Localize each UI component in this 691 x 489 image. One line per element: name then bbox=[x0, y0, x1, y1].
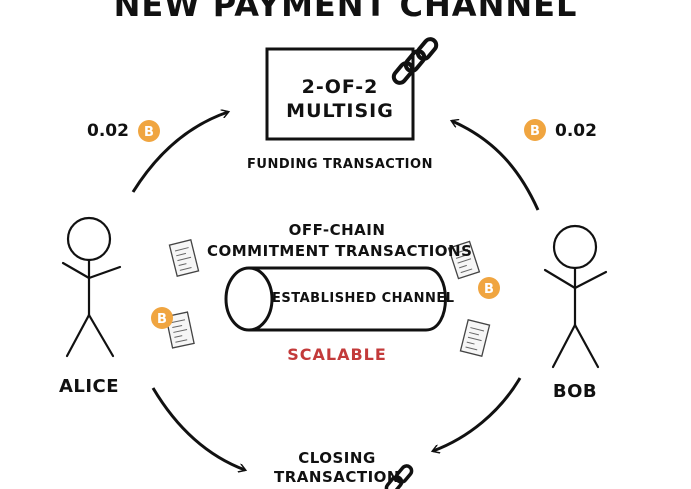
svg-text:B: B bbox=[530, 124, 540, 139]
alice-to-closing-arrow bbox=[151, 387, 245, 470]
svg-text:B: B bbox=[484, 282, 494, 297]
bob-to-closing-arrow bbox=[433, 377, 522, 451]
chain-link-icon bbox=[384, 464, 414, 489]
closing-label-line1: CLOSING bbox=[298, 449, 376, 467]
offchain-label-line1: OFF-CHAIN bbox=[288, 221, 386, 239]
bob-figure bbox=[543, 224, 608, 369]
receipt-icon bbox=[168, 239, 200, 277]
svg-text:B: B bbox=[157, 312, 167, 327]
multisig-label-line1: 2-OF-2 bbox=[301, 76, 379, 98]
scalable-label: SCALABLE bbox=[287, 345, 387, 364]
bitcoin-coin-icon: B bbox=[524, 119, 546, 141]
funding-transaction-label: FUNDING TRANSACTION bbox=[247, 157, 433, 172]
bitcoin-coin-icon: B bbox=[151, 307, 173, 329]
chain-link-icon bbox=[391, 37, 439, 85]
offchain-label-line2: COMMITMENT TRANSACTIONS bbox=[207, 242, 473, 260]
alice-figure bbox=[61, 216, 122, 358]
multisig-box bbox=[265, 47, 415, 141]
channel-cylinder bbox=[224, 266, 447, 332]
closing-label-line2: TRANSACTION bbox=[274, 468, 400, 486]
alice-name: ALICE bbox=[58, 376, 120, 397]
multisig-label-line2: MULTISIG bbox=[286, 100, 394, 122]
svg-text:B: B bbox=[144, 125, 154, 140]
bob-amount: 0.02 bbox=[555, 121, 597, 141]
bob-name: BOB bbox=[552, 381, 598, 402]
alice-amount: 0.02 bbox=[87, 121, 129, 141]
alice-to-multisig-arrow bbox=[131, 112, 228, 193]
receipt-icon bbox=[447, 240, 481, 280]
diagram-title: NEW PAYMENT CHANNEL bbox=[113, 0, 578, 24]
bob-to-multisig-arrow bbox=[452, 121, 540, 211]
receipt-icon bbox=[459, 319, 491, 357]
established-channel-label: ESTABLISHED CHANNEL bbox=[272, 291, 455, 306]
receipt-icon bbox=[165, 311, 195, 349]
bitcoin-coin-icon: B bbox=[138, 120, 160, 142]
bitcoin-coin-icon: B bbox=[478, 277, 500, 299]
